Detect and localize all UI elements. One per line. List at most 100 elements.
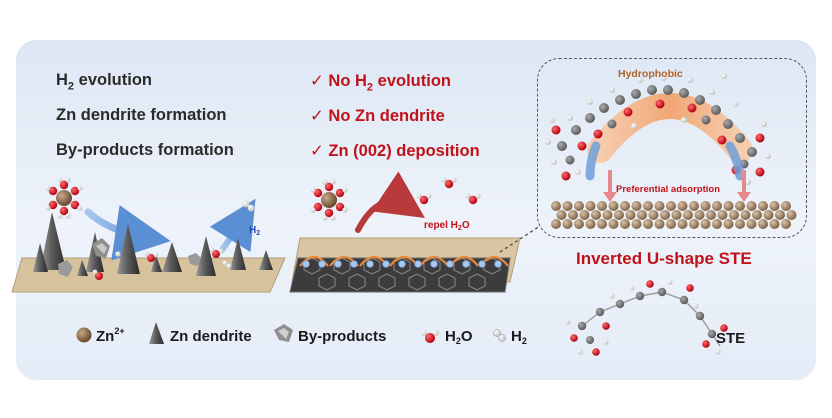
byproducts-deposits — [58, 238, 201, 277]
h2-molecule-left — [242, 200, 255, 212]
zn-atom — [717, 210, 728, 220]
zn-atom — [758, 201, 768, 211]
zn-atom — [786, 210, 797, 220]
h2-label-left: H2 — [249, 225, 260, 237]
zn-atom — [551, 219, 561, 229]
zn-atom — [677, 219, 688, 229]
zn-atom — [735, 219, 745, 229]
zn-atom — [608, 219, 619, 229]
legend-byproducts-label: By-products — [298, 328, 386, 345]
right-scene: Hydrophobic Preferential adsorption — [545, 68, 797, 229]
zn-atom — [769, 219, 780, 229]
zn-atom — [683, 210, 693, 220]
zn-atom — [746, 219, 757, 229]
zn-atom — [752, 210, 762, 220]
zn-atom — [597, 201, 607, 211]
zn2-ion-icon — [76, 327, 92, 343]
zn-atom — [631, 219, 642, 229]
ste-molecule-icon — [565, 279, 733, 356]
zn-atom — [729, 210, 739, 220]
zn-atom — [602, 210, 613, 220]
zn-atom — [562, 219, 573, 229]
check-icon: ✓ — [310, 72, 324, 90]
byproducts-formation-label: By-products formation — [56, 141, 234, 159]
zn-atom — [643, 201, 653, 211]
legend-h2-label: H2 — [511, 328, 527, 346]
inverted-u-shape-title: Inverted U-shape STE — [576, 249, 752, 268]
zn-atom — [643, 219, 653, 229]
zn-atom — [677, 201, 688, 211]
zn-atom — [735, 201, 745, 211]
check-icon: ✓ — [310, 142, 324, 160]
zn-atom — [689, 201, 699, 211]
repel-arrow — [355, 171, 425, 233]
pink-arrow-left-head — [603, 192, 617, 202]
h2-evolution-arrow — [209, 198, 256, 253]
h2-evolution-label: H2 evolution — [56, 71, 152, 93]
check-icon: ✓ — [310, 107, 324, 125]
zn-atom — [746, 201, 757, 211]
zn-atom — [585, 219, 596, 229]
zn-atom — [740, 210, 751, 220]
legend: Zn2+ Zn dendrite By-products H2O H2 — [76, 322, 527, 346]
zn-ions-layer — [302, 260, 502, 268]
zn-atom — [556, 210, 567, 220]
middle-scene: repel H2O — [289, 171, 541, 293]
zn-atom — [769, 201, 780, 211]
hydrophobic-label: Hydrophobic — [618, 68, 683, 80]
zn-atom — [568, 210, 578, 220]
hydrated-zn-ion-middle — [310, 179, 348, 221]
zn-atom — [620, 201, 630, 211]
pink-arrow-right-head — [737, 192, 751, 202]
hydrated-zn-ion — [45, 177, 83, 219]
water-molecules-middle — [416, 177, 481, 205]
legend-h2o-label: H2O — [445, 328, 473, 346]
preferential-adsorption-label: Preferential adsorption — [616, 184, 720, 195]
zn-atom — [763, 210, 774, 220]
zn-dendrites — [33, 212, 273, 276]
zn-atom — [781, 219, 791, 229]
zn-atom — [660, 210, 670, 220]
ion-migration-arrow — [84, 205, 171, 261]
hydrophobic-arc — [587, 93, 753, 163]
zn-atom — [654, 219, 665, 229]
no-h2-evolution-label: ✓ No H2 evolution — [310, 72, 451, 94]
hydrogen-molecule-icon — [493, 329, 506, 342]
zn-atom — [648, 210, 659, 220]
zn-atom — [654, 201, 665, 211]
legend-zn2-label: Zn2+ — [96, 326, 125, 345]
left-scene: H2 — [11, 177, 286, 293]
zn-dendrite-formation-label: Zn dendrite formation — [56, 106, 227, 124]
zn-atom — [591, 210, 601, 220]
repel-h2o-label: repel H2O — [424, 220, 470, 232]
zn-atom — [666, 201, 676, 211]
byproduct-icon — [274, 324, 293, 342]
zn-atom — [574, 201, 584, 211]
zn-atom — [597, 219, 607, 229]
zn-atom — [758, 219, 768, 229]
zn-002-deposition-label: ✓ Zn (002) deposition — [310, 142, 480, 160]
water-molecules-left — [92, 247, 232, 280]
zn-atom — [712, 201, 722, 211]
zn-atom — [574, 219, 584, 229]
zn-atom — [562, 201, 573, 211]
adsorption-arrow-left — [585, 141, 601, 181]
zn-atom — [781, 201, 791, 211]
zn-atom — [723, 201, 734, 211]
zn-substrate-spheres — [551, 201, 797, 229]
zn-atom — [579, 210, 590, 220]
zn-atom — [706, 210, 716, 220]
zn-atom — [694, 210, 705, 220]
zn-atom — [700, 201, 711, 211]
zn-atom — [712, 219, 722, 229]
zn-atom — [671, 210, 682, 220]
zn-atom — [551, 201, 561, 211]
zn-atom — [608, 201, 619, 211]
legend-ste-label: STE — [716, 330, 745, 347]
zn-atom — [689, 219, 699, 229]
zn-atom — [637, 210, 647, 220]
zn-atom — [585, 201, 596, 211]
zn-atom — [620, 219, 630, 229]
water-molecule-icon — [421, 330, 439, 343]
